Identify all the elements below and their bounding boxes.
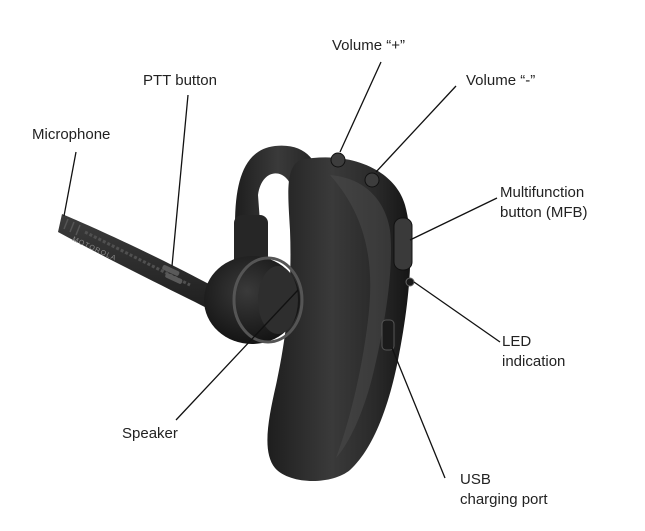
body-highlight xyxy=(330,175,392,458)
leader-microphone xyxy=(63,151,77,217)
label-mfb-line2: button (MFB) xyxy=(500,204,588,221)
leader-ptt xyxy=(171,94,189,267)
mic-groove xyxy=(63,218,69,230)
label-volume-down: Volume “-” xyxy=(466,72,536,89)
speaker-ring xyxy=(232,256,304,344)
leader-mfb xyxy=(409,197,498,241)
label-speaker: Speaker xyxy=(122,425,178,442)
usb-port xyxy=(381,319,395,351)
leader-usb xyxy=(391,347,446,479)
label-led-line1: LED xyxy=(502,333,532,350)
leader-volume-down xyxy=(375,85,457,173)
ptt-button xyxy=(162,265,180,276)
label-led-line2: indication xyxy=(502,353,566,370)
label-ptt-button: PTT button xyxy=(143,72,217,89)
speaker-cap xyxy=(258,266,298,334)
mic-groove xyxy=(69,221,75,233)
mic-groove xyxy=(75,224,81,236)
label-mfb-line1: Multifunction xyxy=(500,184,585,201)
mfb-button xyxy=(393,217,413,271)
boom-microphone xyxy=(58,214,250,326)
ptt-button-lower xyxy=(165,273,183,284)
leader-lines xyxy=(63,61,501,479)
leader-volume-up xyxy=(339,61,382,153)
led-indicator xyxy=(405,277,415,287)
label-usb-line1: USB xyxy=(460,471,491,488)
leader-speaker xyxy=(175,289,299,421)
label-volume-up: Volume “+” xyxy=(332,37,405,54)
label-usb-line2: charging port xyxy=(460,491,548,508)
volume-up-button xyxy=(330,152,346,168)
label-microphone: Microphone xyxy=(32,126,111,143)
leader-led xyxy=(413,281,501,343)
volume-down-button xyxy=(364,172,380,188)
